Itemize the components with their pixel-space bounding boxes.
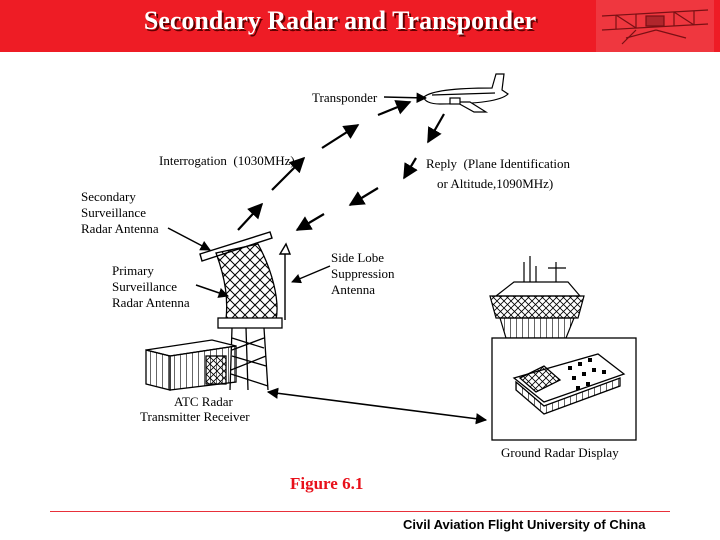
label-secondary-antenna: Secondary Surveillance Radar Antenna bbox=[81, 189, 159, 236]
label-side-lobe: Side Lobe Suppression Antenna bbox=[331, 250, 395, 297]
footer-divider bbox=[50, 511, 670, 512]
label-reply-line2: or Altitude,1090MHz) bbox=[437, 176, 554, 191]
biplane-logo bbox=[596, 0, 714, 52]
side-lobe-antenna bbox=[278, 242, 331, 320]
label-interrogation: Interrogation (1030MHz) bbox=[159, 153, 295, 168]
label-ground-display: Ground Radar Display bbox=[501, 445, 619, 460]
label-atc-line1: ATC Radar bbox=[174, 394, 233, 409]
primary-antenna bbox=[195, 243, 283, 391]
label-primary-antenna: Primary Surveillance Radar Antenna bbox=[112, 263, 190, 310]
footer-text: Civil Aviation Flight University of Chin… bbox=[403, 517, 646, 532]
title-bar bbox=[0, 0, 720, 52]
atc-building bbox=[145, 339, 237, 391]
control-tower bbox=[489, 256, 585, 339]
ground-display bbox=[491, 337, 637, 441]
atc-display-link bbox=[266, 387, 488, 425]
interrogation-arrows bbox=[237, 100, 412, 231]
transponder-pointer bbox=[383, 92, 428, 104]
reply-arrows bbox=[295, 113, 445, 231]
airplane-icon bbox=[423, 73, 509, 113]
figure-caption: Figure 6.1 bbox=[290, 474, 364, 493]
slide-title: Secondary Radar and Transponder bbox=[143, 6, 537, 35]
label-reply-line1: Reply (Plane Identification bbox=[426, 156, 571, 171]
label-atc-line2: Transmitter Receiver bbox=[140, 409, 250, 424]
label-transponder: Transponder bbox=[312, 90, 378, 105]
